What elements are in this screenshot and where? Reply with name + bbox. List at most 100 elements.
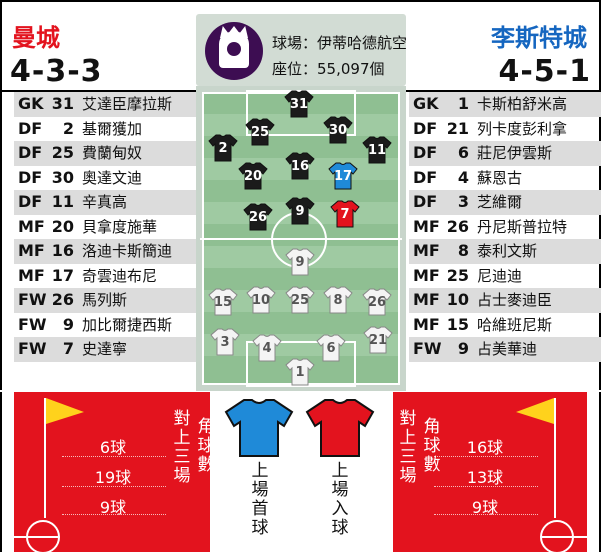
away-player-shirt: 21 xyxy=(363,326,393,354)
player-position: DF xyxy=(18,167,43,187)
player-name: 費蘭甸奴 xyxy=(82,144,143,162)
home-corner-flag-icon xyxy=(46,398,84,424)
bottom-penalty-box xyxy=(246,341,356,387)
player-name: 馬列斯 xyxy=(82,291,128,309)
player-number: 8 xyxy=(457,241,469,260)
away-stats-heading: 角球數 xyxy=(423,417,441,475)
player-position: FW xyxy=(18,339,47,358)
player-name: 蘇恩古 xyxy=(477,168,523,187)
venue-text: 球場：伊蒂哈德航空 xyxy=(272,34,408,52)
player-position: DF xyxy=(18,118,43,138)
away-player-shirt: 25 xyxy=(285,286,315,314)
player-name: 莊尼伊雲斯 xyxy=(477,144,553,162)
home-player-shirt: 2 xyxy=(208,134,238,162)
player-number: 9 xyxy=(457,339,469,358)
player-number: 2 xyxy=(62,118,74,138)
away-corner-stat-1: 16球 xyxy=(466,438,504,457)
shirt-number: 2 xyxy=(218,141,228,156)
player-number: 6 xyxy=(457,143,469,162)
away-corner-flag-icon xyxy=(516,398,554,424)
player-number: 10 xyxy=(446,290,469,309)
away-stats-label: 對上三場 xyxy=(399,409,417,486)
shirt-number: 17 xyxy=(333,169,353,184)
away-player-shirt: 10 xyxy=(246,286,276,314)
player-number: 31 xyxy=(51,94,74,113)
premier-league-lion-icon xyxy=(205,22,263,80)
player-name: 芝維爾 xyxy=(477,193,523,211)
player-position: MF xyxy=(18,216,45,236)
shirt-number: 31 xyxy=(289,97,309,112)
player-position: MF xyxy=(18,241,45,260)
shirt-number: 25 xyxy=(250,125,270,140)
shirt-number: 9 xyxy=(295,204,305,219)
away-player-shirt: 15 xyxy=(208,288,238,316)
shirt-number: 21 xyxy=(368,333,388,348)
player-position: MF xyxy=(18,265,45,285)
home-corner-stat-3: 9球 xyxy=(99,498,127,517)
shirt-number: 8 xyxy=(333,293,343,308)
player-position: DF xyxy=(413,192,438,211)
shirt-number: 26 xyxy=(367,295,387,310)
player-position: MF xyxy=(413,241,440,260)
home-player-shirt: 30 xyxy=(323,116,353,144)
player-position: MF xyxy=(413,314,440,334)
shirt-number: 20 xyxy=(243,169,263,184)
shirt-number: 7 xyxy=(340,207,350,222)
divider xyxy=(434,486,538,487)
away-corner-stat-2: 13球 xyxy=(466,468,504,487)
away-lineup-row: DF 3 芝維爾 xyxy=(409,190,601,215)
player-name: 加比爾捷西斯 xyxy=(82,315,173,334)
capacity-text: 座位：55,097個 xyxy=(272,60,385,78)
player-number: 26 xyxy=(51,290,74,309)
shirt-number: 30 xyxy=(328,123,348,138)
home-legend-label: 上場首球 xyxy=(251,461,269,538)
player-name: 泰利文斯 xyxy=(477,242,538,260)
home-flagpole xyxy=(44,398,46,518)
away-lineup-row: MF 8 泰利文斯 xyxy=(409,239,601,264)
player-name: 列卡度彭利拿 xyxy=(477,119,568,138)
home-player-shirt: 9 xyxy=(285,197,315,225)
away-goal-line xyxy=(542,536,587,538)
home-stats-heading: 角球數 xyxy=(197,417,215,475)
divider xyxy=(434,456,538,457)
shirt-number: 10 xyxy=(251,293,271,308)
player-position: FW xyxy=(18,314,47,334)
player-position: GK xyxy=(413,94,439,113)
away-player-shirt: 26 xyxy=(362,288,392,316)
divider xyxy=(62,514,166,515)
shirt-number: 1 xyxy=(295,365,305,380)
shirt-number: 11 xyxy=(367,143,387,158)
home-player-shirt: 31 xyxy=(284,90,314,118)
away-player-shirt: 1 xyxy=(285,358,315,386)
home-formation: 4-3-3 xyxy=(10,54,103,89)
player-position: DF xyxy=(413,118,438,138)
player-number: 3 xyxy=(457,192,469,211)
player-name: 艾達臣摩拉斯 xyxy=(82,95,173,113)
away-player-shirt: 9 xyxy=(285,248,315,276)
home-team-name: 曼城 xyxy=(12,24,60,52)
away-player-shirt: 4 xyxy=(252,334,282,362)
home-corner-stat-1: 6球 xyxy=(99,438,127,457)
player-position: MF xyxy=(413,216,440,236)
player-name: 尼迪迪 xyxy=(477,266,523,285)
home-player-shirt: 20 xyxy=(238,162,268,190)
away-shirt-icon xyxy=(305,399,375,457)
away-player-shirt: 8 xyxy=(323,286,353,314)
top-penalty-box xyxy=(246,90,356,136)
player-number: 4 xyxy=(457,167,469,187)
home-player-shirt: 26 xyxy=(243,203,273,231)
away-player-shirt: 6 xyxy=(316,334,346,362)
player-position: MF xyxy=(413,265,440,285)
away-team-name: 李斯特城 xyxy=(491,24,587,52)
shirt-number: 9 xyxy=(295,255,305,270)
